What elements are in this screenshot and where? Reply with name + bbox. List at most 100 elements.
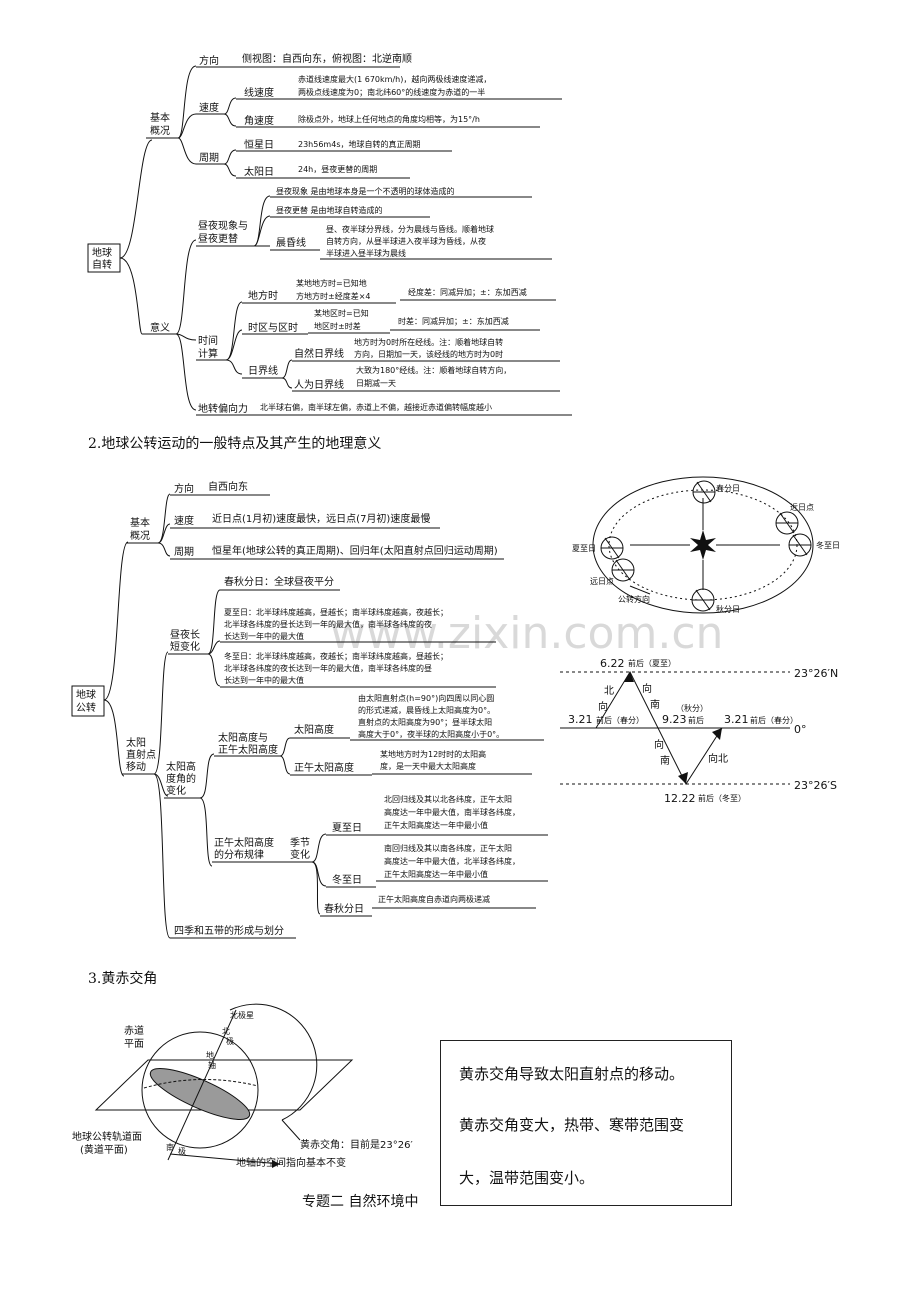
rev-summer-alt-l3: 正午太阳高度达一年中最小值	[384, 820, 488, 830]
earth-summer	[600, 536, 624, 560]
mig-south2-b: 南	[660, 754, 670, 767]
revolution-root-l2: 公转	[76, 701, 96, 714]
obl-north-2: 极	[226, 1036, 234, 1046]
orbit-spring: 春分日	[716, 483, 740, 493]
rot-angular-text: 除极点外，地球上任何地点的角度均相等，为15°/h	[298, 114, 480, 124]
mig-mar-right-note: 前后（春分）	[750, 715, 798, 725]
rotation-basic-l1: 基本	[150, 111, 170, 124]
obl-orbitplane-1: 地球公转轨道面	[72, 1130, 142, 1143]
rotation-root-l2: 自转	[92, 258, 112, 271]
obl-axis-1: 地	[206, 1050, 214, 1060]
rev-noonsub-l2: 正午太阳高度	[218, 743, 278, 756]
obl-eqplane-2: 平面	[124, 1039, 144, 1050]
obl-south-1: 南	[166, 1142, 174, 1152]
rot-sidereal-label: 恒星日	[244, 138, 274, 151]
box-line-3: 大，温带范围变小。	[459, 1169, 595, 1187]
obl-orbitplane-2: (黄道平面)	[80, 1143, 128, 1156]
rev-summer-alt-l1: 北回归线及其以北各纬度，正午太阳	[384, 794, 512, 804]
rot-linear-l2: 两极点线速度为0；南北纬60°的线速度为赤道的一半	[298, 87, 485, 97]
rev-period-text: 恒星年(地球公转的真正周期)、回归年(太阳直射点回归运动周期)	[212, 544, 498, 557]
rot-terminator-l3: 半球进入昼半球为晨线	[326, 248, 406, 258]
rev-noonalt-l2: 度，是一天中最大太阳高度	[380, 761, 476, 771]
orbit-direction: 公转方向	[618, 594, 650, 604]
mig-dec-note: 前后（冬至）	[698, 793, 746, 803]
rot-solar-text: 24h，昼夜更替的周期	[298, 164, 377, 174]
mig-sep-label: （秋分）	[676, 703, 708, 713]
rot-artificial-l1: 大致为180°经线。注：顺着地球自转方向，	[356, 365, 511, 375]
rot-solar-label: 太阳日	[244, 165, 274, 178]
migration-path	[595, 670, 723, 786]
rot-angular-label: 角速度	[244, 114, 274, 127]
rev-dist-l1: 正午太阳高度	[214, 836, 274, 849]
mig-mar-left: 3.21	[568, 713, 593, 726]
heading-2: 2.地球公转运动的一般特点及其产生的地理意义	[88, 435, 381, 452]
obl-angle: 黄赤交角：目前是23°26′	[300, 1138, 413, 1151]
rev-daylength-l2: 短变化	[170, 640, 200, 653]
rot-dateline-label: 日界线	[248, 364, 278, 377]
earth-globe	[141, 1031, 259, 1149]
rot-terminator-label: 晨昏线	[276, 236, 306, 249]
footer-title: 专题二 自然环境中	[302, 1193, 418, 1210]
rotation-root-l1: 地球	[92, 246, 112, 259]
mig-south1-b: 南	[650, 698, 660, 711]
rev-subsolar-l1: 太阳	[126, 736, 146, 749]
rev-noonalt-label: 正午太阳高度	[294, 761, 354, 774]
rev-noonsub-l1: 太阳高度与	[218, 731, 268, 744]
rev-equinox-alt-text: 正午太阳高度自赤道向两极递减	[378, 894, 490, 904]
rev-summer-label: 夏至日	[332, 822, 362, 834]
orbit-aphelion: 远日点	[590, 577, 614, 586]
earth-axis-line	[167, 1009, 237, 1161]
revolution-root-l1: 地球	[76, 688, 96, 701]
mig-equator: 0°	[794, 723, 807, 736]
rev-season-l2: 变化	[290, 848, 310, 861]
rev-summer-l1: 夏至日：北半球纬度越高，昼越长；南半球纬度越高，夜越长；	[224, 607, 448, 617]
mig-jun-note: 前后（夏至）	[628, 658, 676, 668]
obl-polaris: 北极星	[230, 1010, 254, 1020]
rot-daynight-alt: 昼夜更替 是由地球自转造成的	[276, 205, 383, 215]
rev-basic-l2: 概况	[130, 529, 150, 542]
rev-summer-alt-l2: 高度达一年中最大值，南半球各纬度，	[384, 807, 520, 817]
rev-winter-alt-l3: 正午太阳高度达一年中最小值	[384, 869, 488, 879]
obliquity-note-box: 黄赤交角导致太阳直射点的移动。 黄赤交角变大，热带、寒带范围变 大，温带范围变小…	[440, 1040, 732, 1206]
mig-bottom: 23°26′S	[794, 779, 837, 792]
earth-spring	[692, 480, 716, 504]
mig-north2: 向北	[708, 752, 728, 765]
rev-seasons-text: 四季和五带的形成与划分	[174, 924, 284, 937]
rev-season-l1: 季节	[290, 837, 310, 849]
rev-sunalt-l3: 直射点的太阳高度为90°；昼半球太阳	[358, 717, 492, 727]
rev-dist-l2: 的分布规律	[214, 848, 264, 861]
obl-axis-2: 轴	[208, 1060, 216, 1070]
rotation-basic-l2: 概况	[150, 124, 170, 137]
obliquity-diagram: 北极星 北 极 地 轴 赤道 平面 地球公转轨道面 (黄道平面) 南 极 黄赤交…	[72, 1003, 413, 1169]
orbit-direction-arrow	[629, 585, 651, 595]
rot-speed-label: 速度	[199, 101, 219, 114]
mig-sep-note: 前后	[688, 715, 704, 725]
heading-3: 3.黄赤交角	[88, 970, 157, 987]
box-line-2: 黄赤交角变大，热带、寒带范围变	[459, 1116, 685, 1134]
obl-north-1: 北	[222, 1027, 230, 1036]
revolution-root-box	[71, 685, 105, 717]
rev-basic-l1: 基本	[130, 516, 150, 529]
rot-deflection-label: 地转偏向力	[198, 402, 248, 415]
rev-subsolar-l3: 移动	[126, 760, 146, 773]
watermark: www.zixin.com.cn	[330, 608, 723, 659]
obl-south-2: 极	[178, 1146, 186, 1156]
rev-sunalt-l4: 高度大于0°，夜半球的太阳高度小于0°。	[358, 729, 504, 739]
rot-terminator-l2: 自转方向，从昼半球进入夜半球为昏线，从夜	[326, 236, 486, 246]
earth-aphelion	[611, 558, 635, 582]
orbit-perihelion: 近日点	[790, 502, 814, 512]
orbit-winter: 冬至日	[816, 540, 840, 550]
earth-perihelion	[775, 511, 799, 535]
obl-axis-note: 地轴的空间指向基本不变	[236, 1156, 346, 1169]
box-line-1: 黄赤交角导致太阳直射点的移动。	[459, 1065, 685, 1083]
earth-winter	[788, 533, 812, 557]
rot-linear-label: 线速度	[244, 86, 274, 99]
rev-winter-l3: 长达到一年中的最大值	[224, 675, 304, 685]
rev-daylength-l1: 昼夜长	[170, 628, 200, 641]
rev-period-label: 周期	[174, 546, 194, 558]
rot-local-f2: 方地方时±经度差×4	[296, 291, 371, 301]
rot-daynight-phen: 昼夜现象 是由地球本身是一个不透明的球体造成的	[276, 186, 455, 196]
orbit-diagram: 春分日 近日点 冬至日 夏至日 远日点 秋分日 公转方向	[572, 476, 840, 614]
rot-local-note: 经度差：同减异加；±：东加西减	[408, 287, 527, 297]
